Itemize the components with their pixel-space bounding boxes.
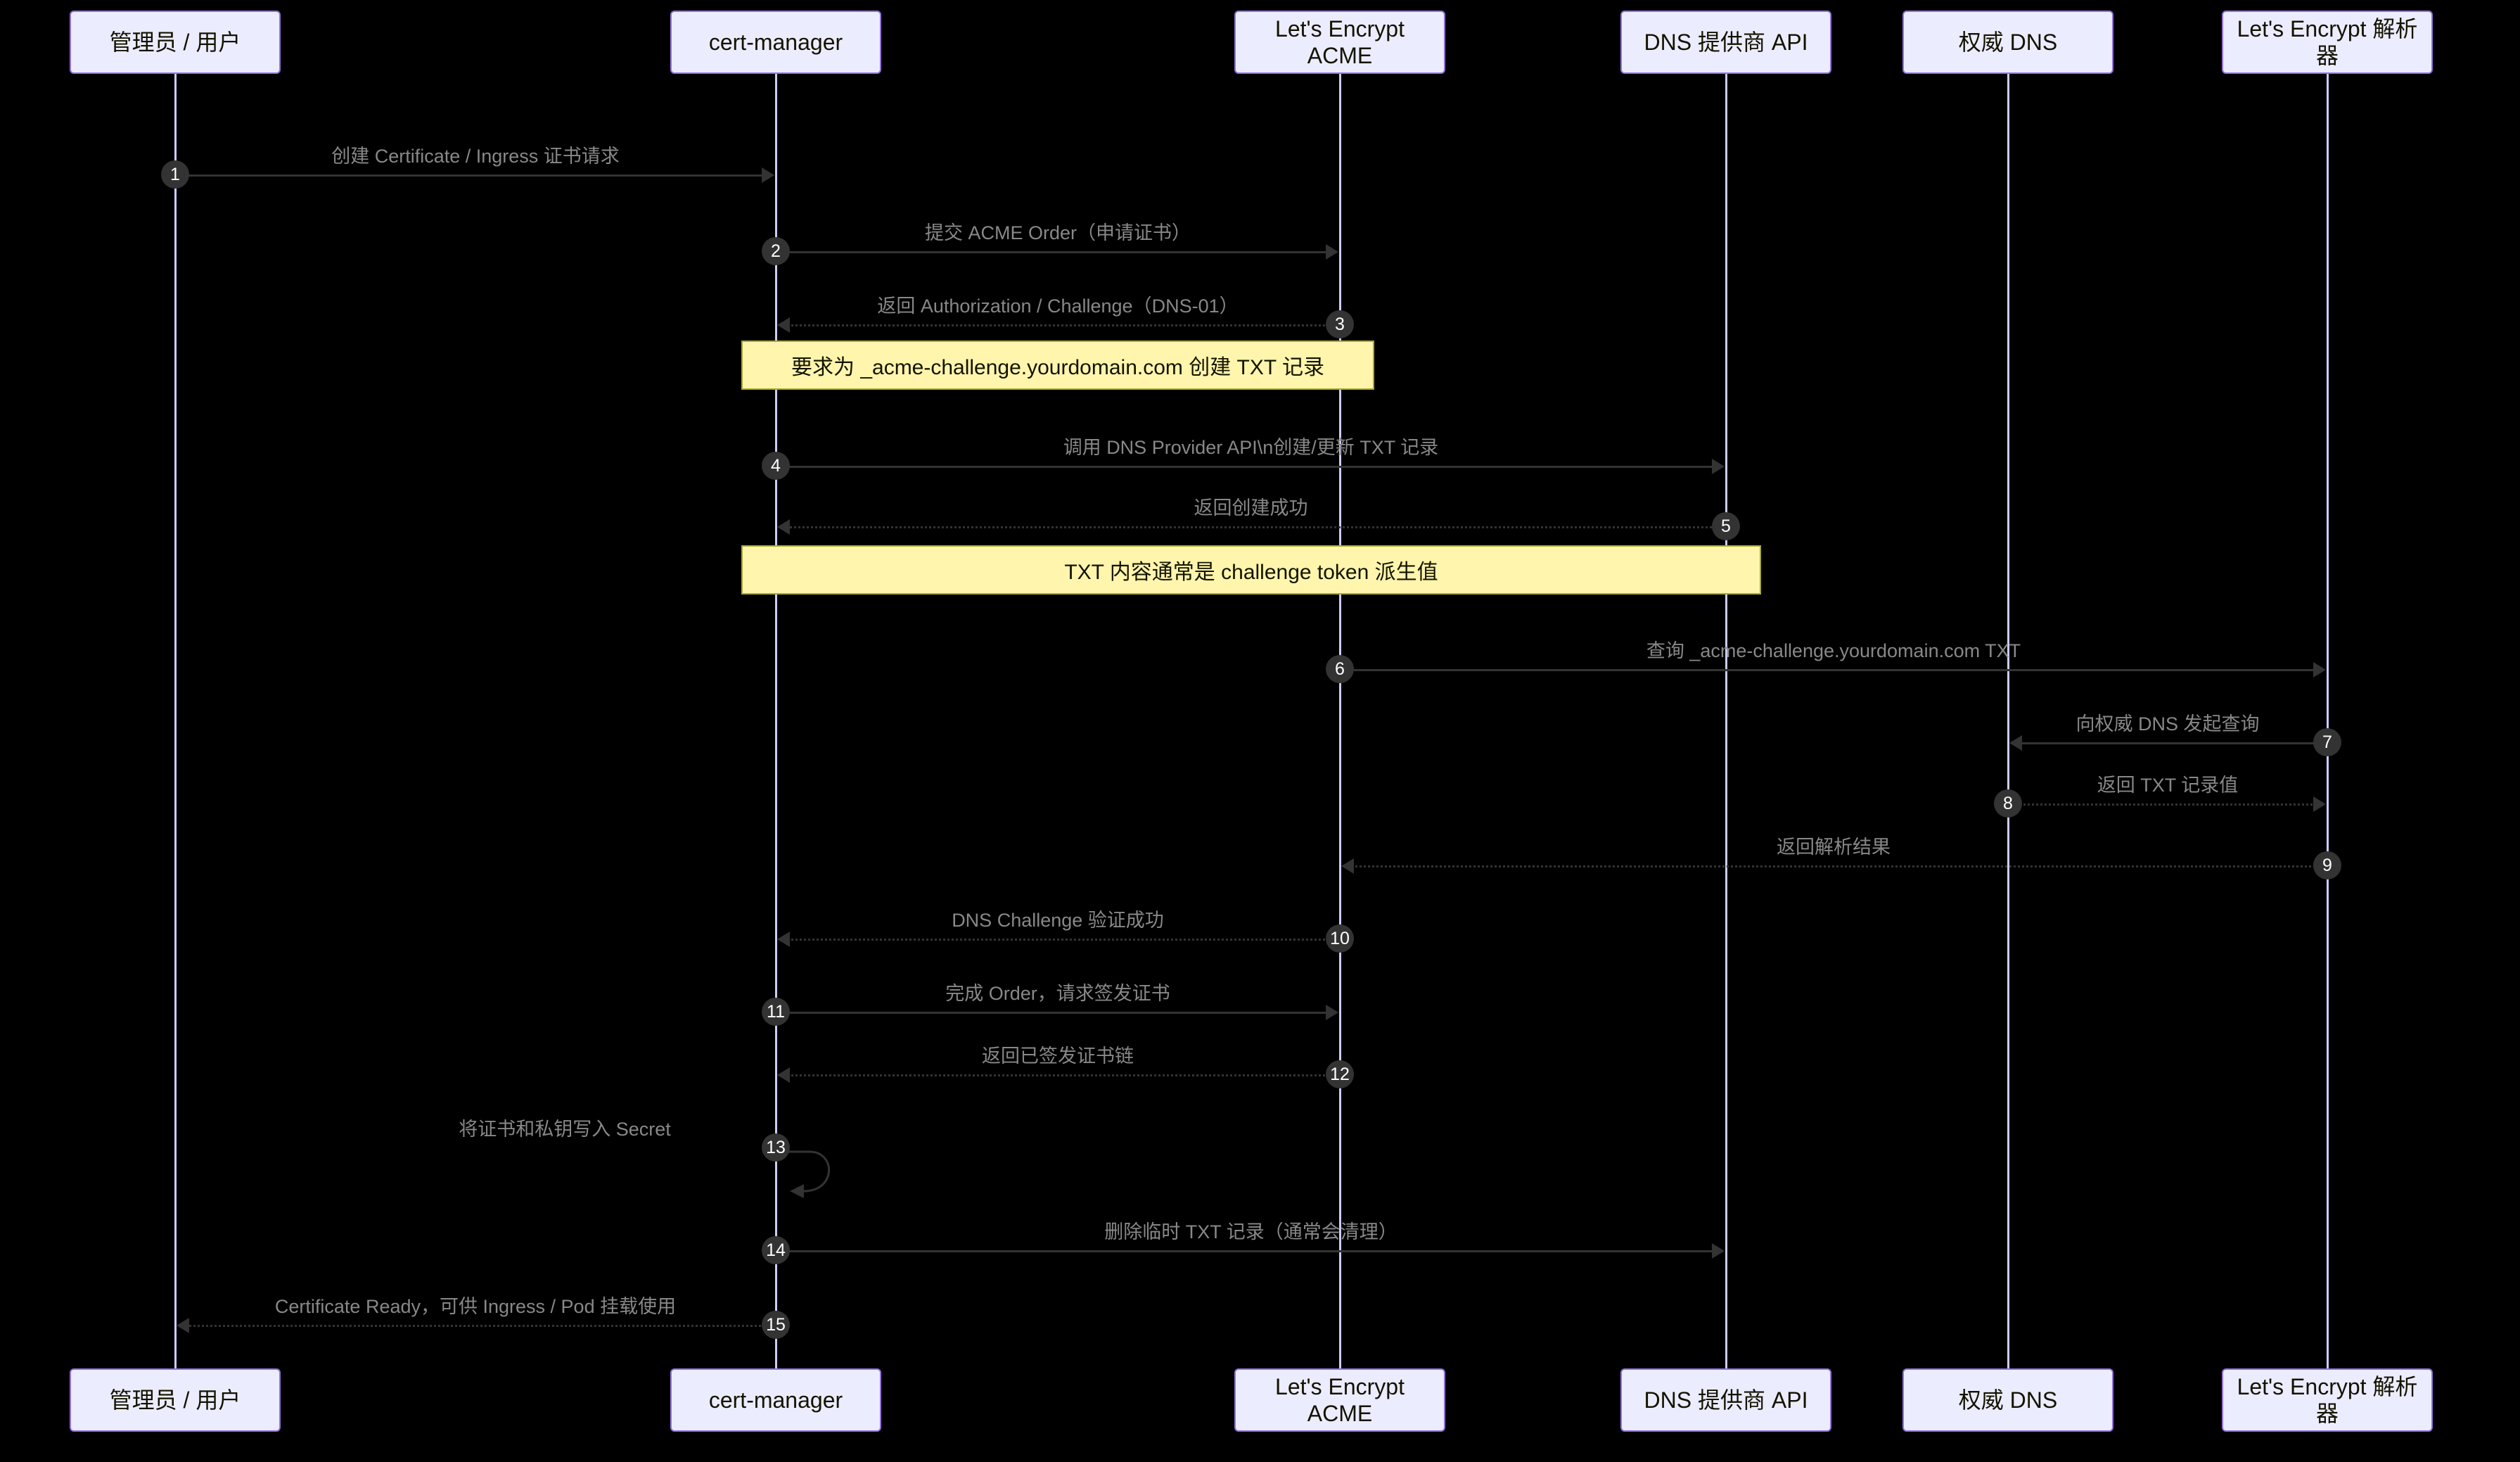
participant-authdns-top[interactable]: 权威 DNS <box>1902 11 2113 74</box>
sequence-number-10: 10 <box>1326 924 1354 953</box>
message-label-14: 删除临时 TXT 记录（通常会清理） <box>1104 1221 1397 1242</box>
message-line-10 <box>782 939 1333 941</box>
arrow-head-7 <box>2009 735 2022 751</box>
participant-dnsapi-bottom[interactable]: DNS 提供商 API <box>1620 1368 1831 1432</box>
sequence-number-4: 4 <box>762 452 790 480</box>
note-label: TXT 内容通常是 challenge token 派生值 <box>1064 561 1438 584</box>
participant-label: DNS 提供商 API <box>1644 1387 1808 1413</box>
arrow-head-9 <box>1341 858 1354 874</box>
participant-dnsapi-top[interactable]: DNS 提供商 API <box>1620 11 1831 74</box>
arrow-head-14 <box>1712 1243 1725 1259</box>
lifeline-admin <box>174 74 177 1368</box>
message-line-7 <box>2014 742 2321 744</box>
arrow-head-1 <box>762 167 774 183</box>
participant-label: Let's Encrypt 解析器 <box>2237 15 2418 68</box>
arrow-head-6 <box>2313 662 2326 678</box>
lifeline-dnsapi <box>1725 74 1727 1368</box>
message-line-12 <box>782 1074 1333 1076</box>
sequence-number-12: 12 <box>1326 1060 1354 1088</box>
participant-resolver-bottom[interactable]: Let's Encrypt 解析器 <box>2222 1368 2433 1432</box>
message-label-2: 提交 ACME Order（申请证书） <box>924 222 1191 243</box>
participant-label: 管理员 / 用户 <box>109 29 241 55</box>
participant-label: cert-manager <box>708 29 843 55</box>
message-line-14 <box>782 1250 1720 1252</box>
message-label-11: 完成 Order，请求签发证书 <box>945 983 1170 1004</box>
note-1: 要求为 _acme-challenge.yourdomain.com 创建 TX… <box>741 341 1374 390</box>
message-label-3: 返回 Authorization / Challenge（DNS-01） <box>877 295 1239 317</box>
lifeline-certmgr <box>775 74 777 1368</box>
message-label-8: 返回 TXT 记录值 <box>2097 775 2239 796</box>
sequence-number-11: 11 <box>762 998 790 1026</box>
message-line-8 <box>2014 803 2321 806</box>
message-label-12: 返回已签发证书链 <box>982 1045 1134 1067</box>
message-line-2 <box>782 251 1333 253</box>
message-line-9 <box>1346 865 2321 867</box>
arrow-head-4 <box>1712 459 1725 474</box>
note-2: TXT 内容通常是 challenge token 派生值 <box>741 545 1761 595</box>
arrow-head-2 <box>1326 244 1338 260</box>
sequence-number-6: 6 <box>1326 655 1354 683</box>
message-label-6: 查询 _acme-challenge.yourdomain.com TXT <box>1646 640 2021 661</box>
sequence-number-9: 9 <box>2313 851 2341 879</box>
participant-certmgr-top[interactable]: cert-manager <box>670 11 881 74</box>
sequence-number-7: 7 <box>2313 728 2341 756</box>
message-selfloop-13 <box>776 1148 843 1200</box>
arrow-head-5 <box>777 519 790 535</box>
participant-label: Let's Encrypt ACME <box>1275 15 1405 68</box>
arrow-head-10 <box>777 932 790 947</box>
arrow-head-12 <box>777 1067 790 1083</box>
sequence-number-14: 14 <box>762 1236 790 1264</box>
lifeline-acme <box>1339 74 1341 1368</box>
message-line-4 <box>782 466 1720 468</box>
participant-admin-bottom[interactable]: 管理员 / 用户 <box>70 1368 281 1432</box>
sequence-number-8: 8 <box>1994 789 2022 818</box>
sequence-number-1: 1 <box>161 160 189 189</box>
message-line-11 <box>782 1012 1333 1014</box>
participant-certmgr-bottom[interactable]: cert-manager <box>670 1368 881 1432</box>
participant-label: Let's Encrypt 解析器 <box>2237 1373 2418 1426</box>
lifeline-authdns <box>2007 74 2009 1368</box>
participant-authdns-bottom[interactable]: 权威 DNS <box>1902 1368 2113 1432</box>
message-line-3 <box>782 324 1333 326</box>
participant-label: DNS 提供商 API <box>1644 29 1808 55</box>
message-label-5: 返回创建成功 <box>1194 497 1308 519</box>
participant-label: cert-manager <box>708 1387 843 1413</box>
participant-label: 权威 DNS <box>1958 1387 2058 1413</box>
sequence-number-15: 15 <box>762 1311 790 1339</box>
participant-label: Let's Encrypt ACME <box>1275 1373 1405 1426</box>
participant-label: 权威 DNS <box>1958 29 2058 55</box>
participant-acme-top[interactable]: Let's Encrypt ACME <box>1234 11 1445 74</box>
arrow-head-3 <box>777 317 790 333</box>
sequence-number-5: 5 <box>1712 512 1740 540</box>
message-line-6 <box>1346 669 2321 671</box>
lifeline-resolver <box>2327 74 2329 1368</box>
arrow-head-8 <box>2313 796 2326 812</box>
sequence-number-13: 13 <box>762 1133 790 1162</box>
message-line-5 <box>782 526 1720 528</box>
message-label-13: 将证书和私钥写入 Secret <box>459 1119 671 1140</box>
message-label-10: DNS Challenge 验证成功 <box>952 910 1164 931</box>
participant-resolver-top[interactable]: Let's Encrypt 解析器 <box>2222 11 2433 74</box>
message-label-9: 返回解析结果 <box>1777 837 1891 858</box>
message-label-1: 创建 Certificate / Ingress 证书请求 <box>331 146 620 167</box>
participant-admin-top[interactable]: 管理员 / 用户 <box>70 11 281 74</box>
message-label-7: 向权威 DNS 发起查询 <box>2076 713 2260 735</box>
arrow-head-11 <box>1326 1005 1338 1020</box>
message-label-4: 调用 DNS Provider API\n创建/更新 TXT 记录 <box>1063 437 1439 458</box>
note-label: 要求为 _acme-challenge.yourdomain.com 创建 TX… <box>791 356 1325 379</box>
message-label-15: Certificate Ready，可供 Ingress / Pod 挂载使用 <box>274 1296 677 1317</box>
arrow-head-15 <box>177 1318 189 1333</box>
sequence-number-3: 3 <box>1326 310 1354 338</box>
message-line-1 <box>181 174 769 177</box>
message-line-15 <box>181 1325 769 1327</box>
participant-acme-bottom[interactable]: Let's Encrypt ACME <box>1234 1368 1445 1432</box>
sequence-number-2: 2 <box>762 237 790 265</box>
participant-label: 管理员 / 用户 <box>109 1387 241 1413</box>
